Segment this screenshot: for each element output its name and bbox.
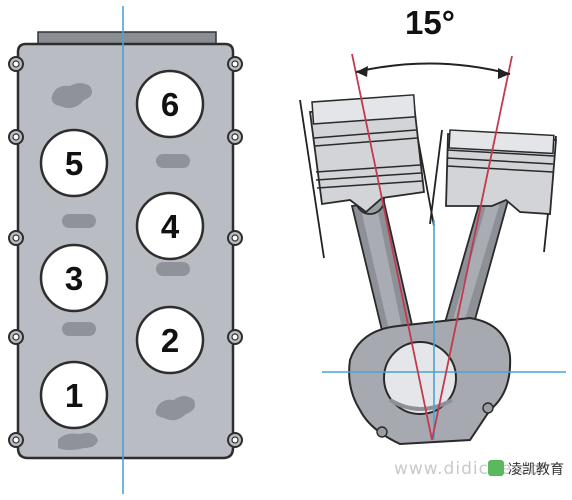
angle-label: 15° — [405, 4, 455, 41]
cylinder-number-5: 5 — [65, 145, 83, 182]
piston-left — [308, 94, 425, 214]
cylinder-number-6: 6 — [161, 86, 179, 123]
cylinder-number-1: 1 — [65, 377, 83, 414]
cylinder-bore-6: 6 — [135, 69, 205, 139]
cylinder-head-view: 5 3 1 6 4 2 — [8, 6, 243, 494]
cylinder-bore-5: 5 — [39, 128, 109, 198]
cylinder-bore-2: 2 — [135, 305, 205, 375]
head-top-rail — [37, 31, 217, 45]
cylinder-bore-1: 1 — [39, 360, 109, 430]
piston-assembly-view: 15° — [299, 4, 566, 446]
cylinder-number-4: 4 — [161, 208, 180, 245]
angle-lines — [351, 53, 513, 441]
cylinder-bore-4: 4 — [135, 191, 205, 261]
piston-right — [445, 129, 557, 215]
coolant-passages — [51, 83, 195, 450]
angle-arc — [355, 62, 511, 79]
cylinder-bore-3: 3 — [39, 243, 109, 313]
watermark: www.didiche.cn 凌凯教育 — [394, 459, 564, 479]
watermark-logo-icon — [488, 460, 504, 476]
cylinder-number-2: 2 — [161, 322, 179, 359]
cylinder-number-3: 3 — [65, 260, 83, 297]
head-bolts — [8, 56, 243, 448]
piston-guide-lines — [322, 220, 566, 440]
watermark-brand: 凌凯教育 — [508, 462, 564, 478]
